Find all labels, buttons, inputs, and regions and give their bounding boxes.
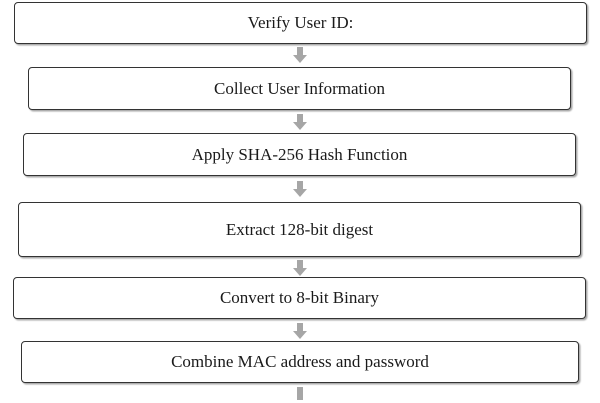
down-arrow-icon [293,181,307,197]
step-label: Convert to 8-bit Binary [219,288,380,307]
step-label: Verify User ID: [247,13,354,32]
down-arrow-icon [293,114,307,130]
step-label: Combine MAC address and password [171,352,429,371]
step-label: Collect User Information [214,78,385,98]
down-arrow-icon [293,387,307,403]
down-arrow-icon [293,260,307,276]
down-arrow-icon [293,47,307,63]
step-label: Extract 128-bit digest [225,219,374,239]
step-convert-binary: Convert to 8-bit Binary [13,277,586,319]
step-label: Apply SHA-256 Hash Function [191,144,408,164]
step-verify-user-id: Verify User ID: [14,2,587,44]
step-extract-digest: Extract 128-bit digest [18,202,581,257]
step-combine-mac-password: Combine MAC address and password [21,341,579,383]
down-arrow-icon [293,323,307,339]
step-apply-sha256: Apply SHA-256 Hash Function [23,133,576,176]
step-collect-user-information: Collect User Information [28,67,571,110]
